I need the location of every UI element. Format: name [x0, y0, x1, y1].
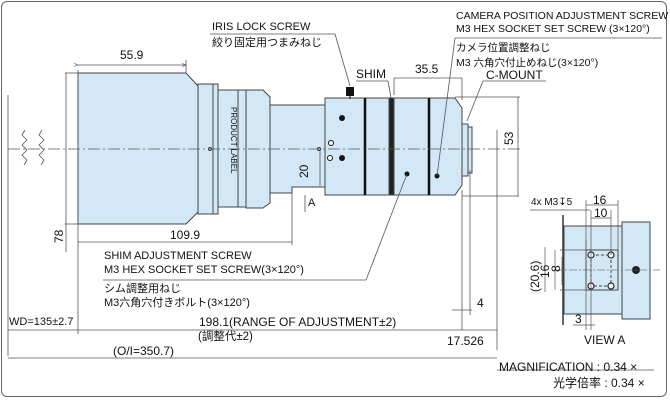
camera-position-label-en2: M3 HEX SOCKET SET SCREW (3×120°) [456, 23, 650, 35]
dim-dia-78: 78 [52, 229, 66, 243]
iris-section [324, 97, 366, 196]
shim-label: SHIM [356, 67, 386, 81]
view-a-drawing [530, 200, 660, 330]
dim-20: 20 [297, 164, 311, 178]
camera-position-label-jp2: M3 六角穴付止めねじ(3×120°) [456, 57, 599, 69]
c-mount-flange [461, 123, 469, 177]
dim-35-5: 35.5 [415, 62, 439, 76]
magnification-jp: 光学倍率 : 0.34 × [553, 376, 645, 390]
camera-position-label-en1: CAMERA POSITION ADJUSTMENT SCREW [456, 10, 669, 22]
view-a-label: VIEW A [584, 333, 626, 347]
view-a-arrow-label: A [308, 197, 316, 209]
dim-wd: WD=135±2.7 [9, 316, 74, 328]
dim-view-10: 10 [594, 206, 608, 220]
dim-view-3: 3 [575, 312, 582, 326]
shim-adj-label-en1: SHIM ADJUSTMENT SCREW [104, 250, 252, 262]
camera-position-label-jp1: カメラ位置調整ねじ [456, 42, 551, 54]
screw-holes-label: 4x M3↧5 [531, 197, 573, 208]
c-mount-label: C-MOUNT [486, 68, 543, 82]
dim-range: 198.1(RANGE OF ADJUSTMENT±2) [199, 315, 397, 329]
magnification-en: MAGNIFICATION : 0.34 × [499, 360, 638, 374]
iris-lock-label-jp: 絞り固定用つまみねじ [212, 37, 322, 49]
product-label-text: PRODUCT LABEL [229, 107, 238, 174]
iris-lock-knob [346, 87, 354, 96]
dim-view-8: 8 [549, 265, 563, 272]
lens-front-barrel [77, 72, 199, 225]
iris-lock-label-en: IRIS LOCK SCREW [212, 21, 311, 33]
dim-4: 4 [477, 296, 484, 310]
shim-adj-label-jp1: シム調整用ねじ [104, 283, 181, 295]
dim-range-jp: (調整代±2) [198, 331, 253, 343]
shim-adj-label-jp2: M3六角穴付きボルト(3×120°) [104, 297, 250, 309]
shim-adj-label-en2: M3 HEX SOCKET SET SCREW(3×120°) [104, 264, 304, 276]
c-mount-thread [467, 126, 473, 174]
iris-ring [364, 97, 390, 196]
dim-view-16: 16 [593, 193, 607, 207]
dim-17-526: 17.526 [447, 334, 484, 348]
dim-109-9: 109.9 [170, 228, 201, 242]
dim-55-9: 55.9 [120, 48, 144, 62]
dim-dia-53: 53 [502, 131, 516, 145]
shim [388, 97, 395, 196]
dim-oi: (O/I=350.7) [113, 344, 175, 358]
